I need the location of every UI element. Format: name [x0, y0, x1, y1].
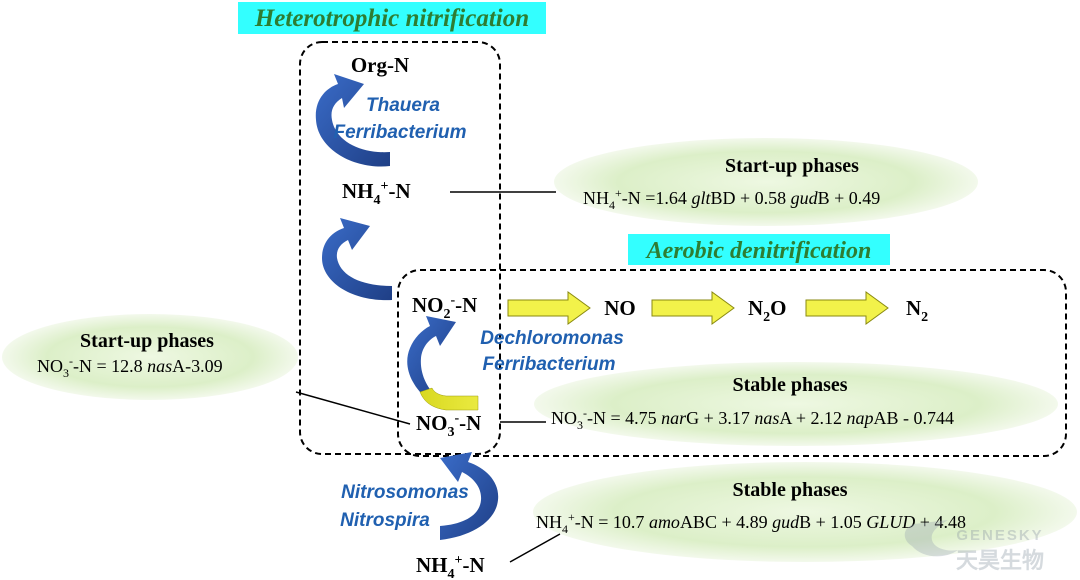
aerobic-box [397, 269, 1067, 457]
bacteria-nitrospira: Nitrospira [340, 510, 430, 531]
nh4-bottom-label: NH4+-N [416, 553, 485, 580]
arrow-nh4-to-orgn [315, 74, 390, 167]
genesky-watermark: GENESKY 天昊生物 [904, 520, 1044, 574]
arrow-no3-yellow [419, 387, 479, 411]
heterotrophic-title: Heterotrophic nitrification [254, 5, 529, 32]
nh4-mid-label: NH4+-N [342, 179, 411, 208]
startup-nh4-equation: NH4+-N =1.64 gltBD + 0.58 gudB + 0.49 [583, 186, 880, 212]
no2-label: NO2--N [412, 293, 477, 322]
startup-nh4-heading: Start-up phases [725, 155, 859, 177]
arrow-n2o-to-n2 [805, 291, 889, 325]
aerobic-title-bg [628, 234, 890, 265]
bacteria-dechloromonas: Dechloromonas [480, 328, 624, 349]
stable-no3-ellipse [534, 362, 1058, 446]
arrow-no2-to-no [507, 291, 591, 325]
bacteria-ferribacterium-mid: Ferribacterium [482, 354, 615, 375]
arrow-no2-to-nh4 [322, 218, 392, 301]
genesky-logo-icon [904, 520, 958, 557]
startup-no3-ellipse [2, 314, 298, 400]
heterotrophic-title-bg [238, 2, 546, 34]
stable-nh4-equation: NH4+-N = 10.7 amoABC + 4.89 gudB + 1.05 … [536, 510, 966, 536]
bacteria-thauera: Thauera [366, 95, 440, 116]
stable-no3-equation: NO3--N = 4.75 narG + 3.17 nasA + 2.12 na… [551, 406, 954, 432]
connector-nh4-stable [509, 533, 561, 563]
org-n-label: Org-N [351, 53, 409, 77]
no3-label: NO3--N [416, 411, 481, 440]
aerobic-title: Aerobic denitrification [645, 238, 872, 264]
stable-nh4-heading: Stable phases [732, 479, 847, 501]
stable-nh4-ellipse [533, 462, 1077, 562]
n2-label: N2 [906, 296, 928, 325]
stable-no3-heading: Stable phases [732, 374, 847, 396]
arrow-nh4-to-no3 [440, 452, 499, 540]
bacteria-ferribacterium-top: Ferribacterium [333, 122, 466, 143]
n2o-label: N2O [748, 296, 787, 325]
arrow-no-to-n2o [651, 291, 735, 325]
arrow-no3-to-no2 [407, 316, 456, 392]
startup-no3-heading: Start-up phases [80, 330, 214, 352]
heterotrophic-box [299, 41, 501, 455]
bacteria-nitrosomonas: Nitrosomonas [341, 482, 469, 503]
watermark-latin: GENESKY [956, 527, 1043, 544]
no-label: NO [604, 296, 636, 320]
watermark-cjk: 天昊生物 [956, 548, 1044, 574]
connector-no3-startup [295, 391, 411, 425]
startup-no3-equation: NO3--N = 12.8 nasA-3.09 [37, 354, 223, 380]
startup-nh4-ellipse [554, 138, 978, 226]
